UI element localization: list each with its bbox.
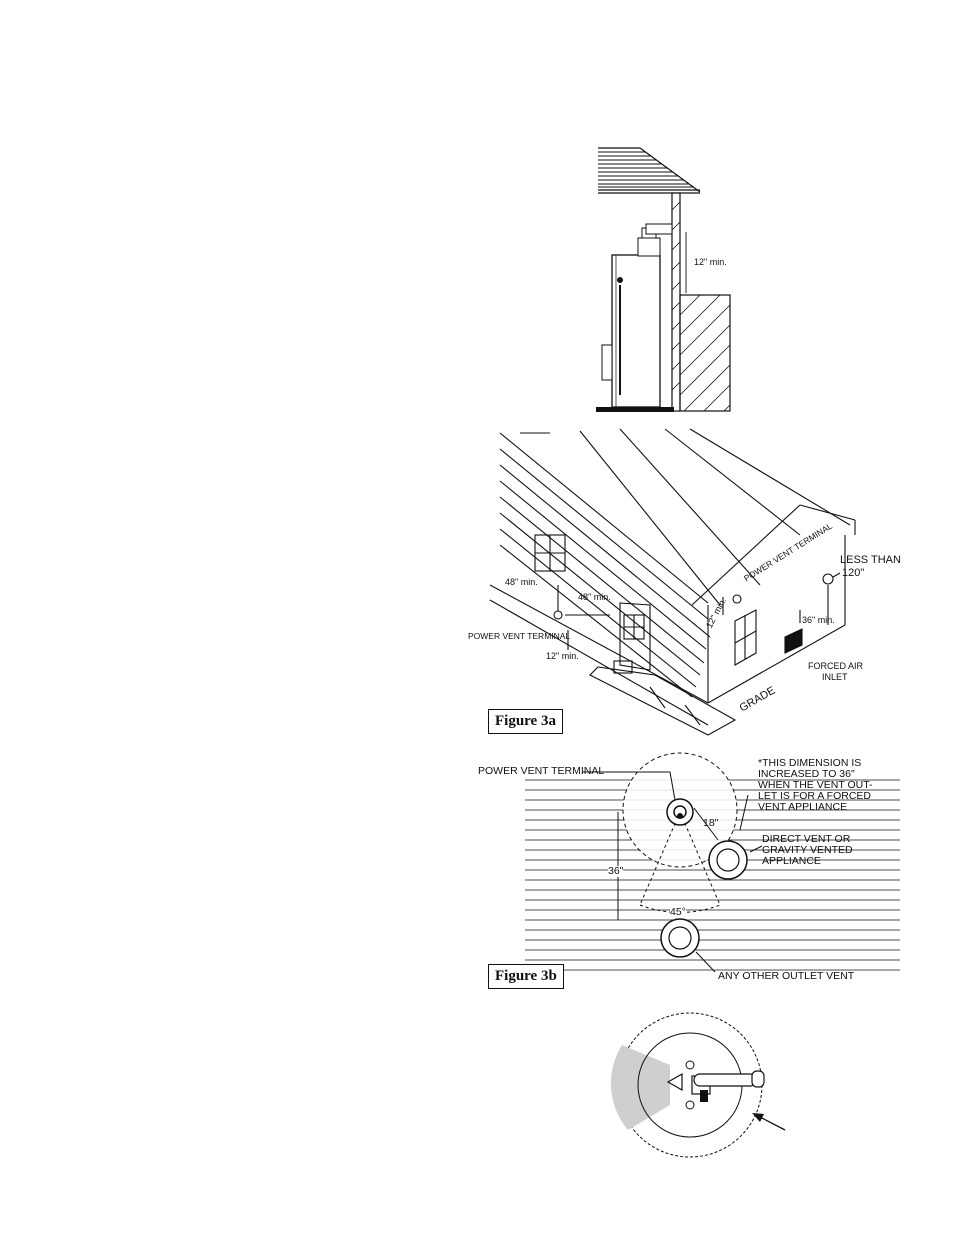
window-clearance-label: 48" min. xyxy=(505,577,538,587)
figure-3b-note: *THIS DIMENSION IS INCREASED TO 36" WHEN… xyxy=(758,758,873,813)
less-than-label-line1: LESS THAN xyxy=(840,554,901,566)
top-clearance-label: 12" min. xyxy=(694,257,727,267)
water-heater-eave-diagram: 12" min. xyxy=(590,140,740,420)
note-line-5: VENT APPLIANCE xyxy=(758,801,848,813)
figure-3a-caption: Figure 3a xyxy=(488,709,563,734)
note-line-1: *THIS DIMENSION IS xyxy=(758,757,862,769)
direct-vent-line-2: GRAVITY VENTED xyxy=(762,844,853,856)
clearance-plan-drawing xyxy=(525,752,900,973)
less-than-label-line2: 120" xyxy=(842,567,865,579)
vent-termination-drawing xyxy=(610,1012,786,1158)
forced-air-label-line2: INLET xyxy=(822,672,848,682)
dim-18-label: 18" xyxy=(703,817,719,829)
other-outlet-label: ANY OTHER OUTLET VENT xyxy=(718,970,855,982)
figure-3b: POWER VENT TERMINAL *THIS DIMENSION IS I… xyxy=(470,750,930,1000)
forced-air-label-line1: FORCED AIR xyxy=(808,661,864,671)
note-line-3: WHEN THE VENT OUT- xyxy=(758,779,873,791)
dim-36-label: 36" xyxy=(608,865,624,877)
front-grade-clearance-label: 12" min. xyxy=(546,651,579,661)
figure-3a: 48" min. 48" min. POWER VENT TERMINAL 12… xyxy=(460,425,920,745)
note-line-2: INCREASED TO 36" xyxy=(758,768,855,780)
house-perspective-drawing xyxy=(489,428,856,736)
figure-3b-terminal-label: POWER VENT TERMINAL xyxy=(478,765,605,777)
direct-vent-line-1: DIRECT VENT OR xyxy=(762,833,851,845)
water-heater-eave-drawing xyxy=(596,147,731,412)
vent-termination-detail xyxy=(610,1010,810,1160)
front-terminal-label: POWER VENT TERMINAL xyxy=(468,631,571,641)
direct-vent-line-3: APPLIANCE xyxy=(762,855,821,867)
figure-3b-caption: Figure 3b xyxy=(488,964,564,989)
angle-45-label: 45° xyxy=(670,906,686,918)
direct-vent-label: DIRECT VENT OR GRAVITY VENTED APPLIANCE xyxy=(762,834,853,867)
note-line-4: LET IS FOR A FORCED xyxy=(758,790,871,802)
door-clearance-label: 48" min. xyxy=(578,592,611,602)
inlet-clearance-label: 36" min. xyxy=(802,615,835,625)
